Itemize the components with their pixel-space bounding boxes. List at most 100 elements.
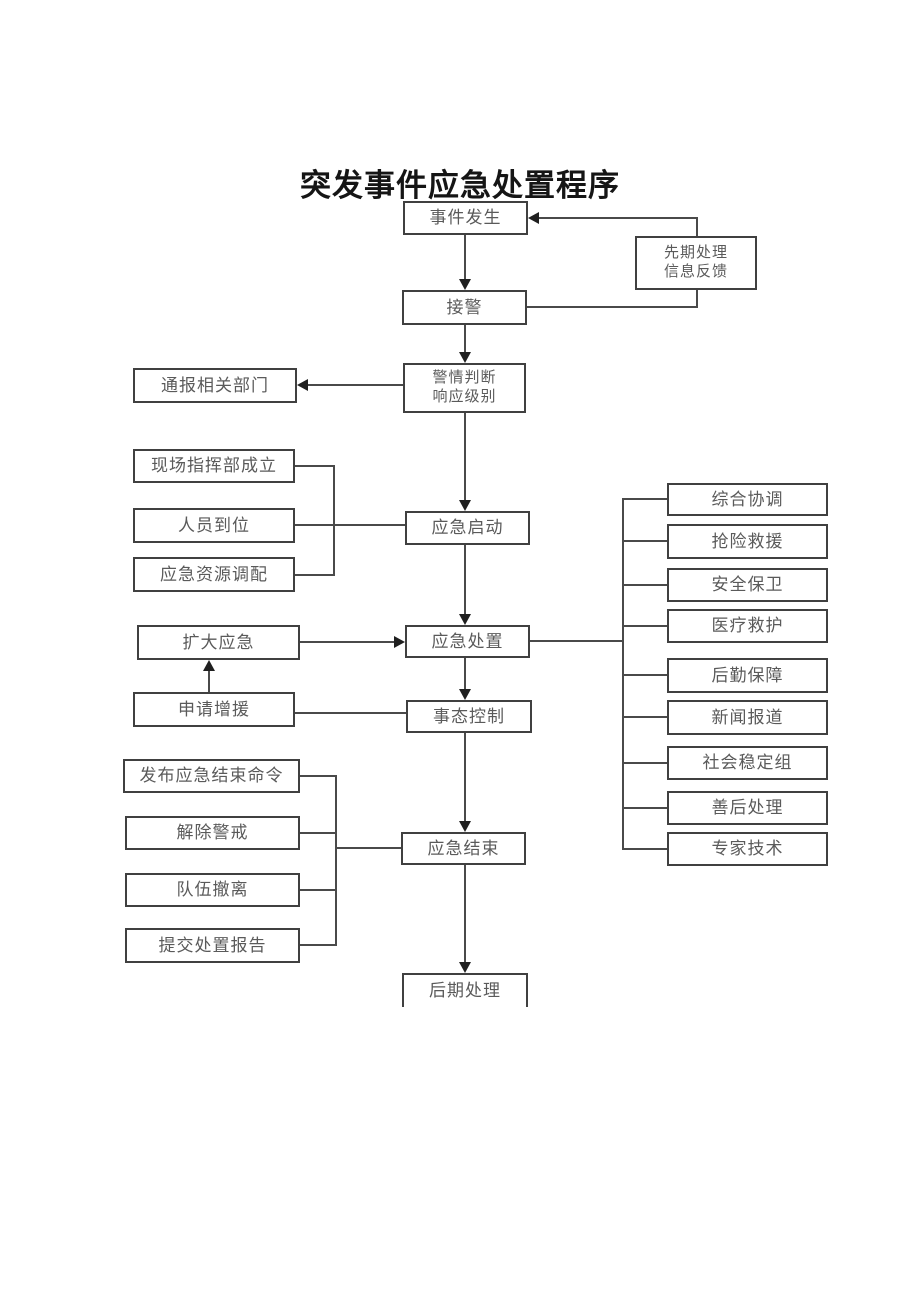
arrowhead-down-icon xyxy=(459,821,471,832)
node-request-reinforcement-label: 申请增援 xyxy=(178,699,250,719)
edge-judge-to-notify xyxy=(308,384,403,386)
node-pre-handle-line1: 先期处理 xyxy=(663,245,728,262)
edge-bottom-left-bracket xyxy=(335,775,337,946)
edge-expand-to-dispose xyxy=(300,641,395,643)
node-emergency-dispose: 应急处置 xyxy=(405,625,530,658)
edge-feedback-bottom-stub xyxy=(696,290,698,307)
node-personnel-ready-label: 人员到位 xyxy=(178,515,250,535)
node-judge-line1: 警情判断 xyxy=(432,370,497,387)
edge-stub-news xyxy=(622,716,667,718)
edge-stub-stability xyxy=(622,762,667,764)
arrowhead-down-icon xyxy=(459,500,471,511)
edge-event-to-alarm xyxy=(464,235,466,281)
node-situation-control-label: 事态控制 xyxy=(433,706,505,726)
node-medical-label: 医疗救护 xyxy=(711,616,784,636)
node-coordination: 综合协调 xyxy=(667,483,828,516)
node-aftermath: 善后处理 xyxy=(667,791,828,825)
arrowhead-left-icon xyxy=(528,212,539,224)
node-post-handle-label: 后期处理 xyxy=(429,981,501,1001)
edge-dispose-to-control xyxy=(464,658,466,691)
edge-issue-end-stub xyxy=(300,775,337,777)
edge-stub-logistics xyxy=(622,674,667,676)
node-team-withdraw: 队伍撤离 xyxy=(125,873,300,907)
node-notify-departments: 通报相关部门 xyxy=(133,368,297,403)
edge-report-stub xyxy=(300,944,337,946)
node-expand-emergency: 扩大应急 xyxy=(137,625,300,660)
edge-control-to-end xyxy=(464,733,466,823)
arrowhead-down-icon xyxy=(459,962,471,973)
edge-start-to-dispose xyxy=(464,545,466,616)
edge-dispose-to-taskgroup xyxy=(530,640,624,642)
node-submit-report-label: 提交处置报告 xyxy=(158,935,267,955)
node-receive-alarm: 接警 xyxy=(402,290,527,325)
node-social-stability: 社会稳定组 xyxy=(667,746,828,780)
edge-resource-stub xyxy=(295,574,335,576)
node-notify-departments-label: 通报相关部门 xyxy=(161,375,269,395)
node-emergency-end: 应急结束 xyxy=(401,832,526,865)
edge-reinforce-to-expand xyxy=(208,670,210,692)
node-pre-handle-line2: 信息反馈 xyxy=(663,264,728,280)
arrowhead-right-icon xyxy=(394,636,405,648)
node-team-withdraw-label: 队伍撤离 xyxy=(176,880,249,900)
node-emergency-end-label: 应急结束 xyxy=(427,838,500,858)
node-issue-end-command: 发布应急结束命令 xyxy=(123,759,300,793)
edge-lift-alert-stub xyxy=(300,832,337,834)
node-logistics: 后勤保障 xyxy=(667,658,828,693)
edge-group-to-start xyxy=(295,524,405,526)
edge-stub-security xyxy=(622,584,667,586)
node-resource-allocation: 应急资源调配 xyxy=(133,557,295,592)
node-social-stability-label: 社会稳定组 xyxy=(702,753,793,773)
node-expand-emergency-label: 扩大应急 xyxy=(182,632,255,652)
arrowhead-down-icon xyxy=(459,279,471,290)
edge-group-to-end xyxy=(335,847,401,849)
arrowhead-up-icon xyxy=(203,660,215,671)
edge-judge-to-start xyxy=(464,413,466,502)
node-request-reinforcement: 申请增援 xyxy=(133,692,295,727)
node-alarm-judgement: 警情判断 响应级别 xyxy=(403,363,526,413)
node-command-post-label: 现场指挥部成立 xyxy=(151,456,277,476)
edge-alarm-to-feedback xyxy=(527,306,698,308)
node-lift-alert: 解除警戒 xyxy=(125,816,300,850)
node-event-occur-label: 事件发生 xyxy=(429,208,502,228)
arrowhead-down-icon xyxy=(459,352,471,363)
node-rescue: 抢险救援 xyxy=(667,524,828,559)
node-logistics-label: 后勤保障 xyxy=(711,665,784,685)
node-news-report: 新闻报道 xyxy=(667,700,828,735)
page-title: 突发事件应急处置程序 xyxy=(300,168,620,203)
edge-stub-expert xyxy=(622,848,667,850)
node-issue-end-command-label: 发布应急结束命令 xyxy=(139,766,284,786)
arrowhead-down-icon xyxy=(459,689,471,700)
edge-stub-aftermath xyxy=(622,807,667,809)
node-expert-tech: 专家技术 xyxy=(667,832,828,866)
edge-stub-medical xyxy=(622,625,667,627)
node-situation-control: 事态控制 xyxy=(406,700,532,733)
arrowhead-left-icon xyxy=(297,379,308,391)
node-security-label: 安全保卫 xyxy=(711,575,784,595)
node-coordination-label: 综合协调 xyxy=(711,489,784,509)
node-security: 安全保卫 xyxy=(667,568,828,602)
edge-stub-rescue xyxy=(622,540,667,542)
node-medical: 医疗救护 xyxy=(667,609,828,643)
node-aftermath-label: 善后处理 xyxy=(711,798,784,818)
node-resource-allocation-label: 应急资源调配 xyxy=(160,564,268,584)
node-expert-tech-label: 专家技术 xyxy=(711,839,784,859)
edge-alarm-to-judge xyxy=(464,325,466,354)
node-lift-alert-label: 解除警戒 xyxy=(176,823,249,843)
edge-feedback-to-event xyxy=(539,217,698,219)
node-submit-report: 提交处置报告 xyxy=(125,928,300,963)
node-post-handle: 后期处理 xyxy=(402,973,528,1007)
node-judge-line2: 响应级别 xyxy=(432,389,497,405)
node-command-post: 现场指挥部成立 xyxy=(133,449,295,483)
edge-command-post-stub xyxy=(295,465,335,467)
node-emergency-start: 应急启动 xyxy=(405,511,530,545)
arrowhead-down-icon xyxy=(459,614,471,625)
node-receive-alarm-label: 接警 xyxy=(446,297,483,317)
node-event-occur: 事件发生 xyxy=(403,201,528,235)
edge-withdraw-stub xyxy=(300,889,337,891)
edge-reinforce-to-control xyxy=(295,712,406,714)
node-emergency-dispose-label: 应急处置 xyxy=(431,631,504,651)
edge-left-bracket xyxy=(333,465,335,576)
node-pre-handle-feedback: 先期处理 信息反馈 xyxy=(635,236,757,290)
node-rescue-label: 抢险救援 xyxy=(711,531,784,551)
